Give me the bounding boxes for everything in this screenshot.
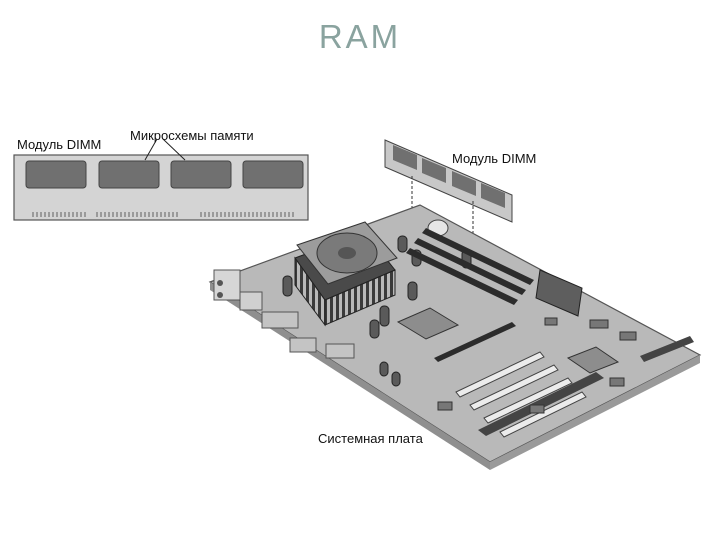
serial-port xyxy=(289,337,317,353)
small-chip xyxy=(437,401,453,411)
small-chip xyxy=(544,317,558,326)
label-dimm-module-right: Модуль DIMM xyxy=(452,151,537,166)
label-memory-chips: Микросхемы памяти xyxy=(130,128,254,143)
label-motherboard: Системная плата xyxy=(318,431,423,446)
capacitor xyxy=(407,281,418,301)
chips-pointer-line xyxy=(162,138,186,161)
memory-chip xyxy=(170,160,232,189)
power-connector xyxy=(535,269,583,317)
parallel-port xyxy=(261,311,299,329)
southbridge xyxy=(566,346,620,374)
slide-title: RAM xyxy=(318,18,402,55)
dimm-contacts xyxy=(198,212,296,217)
ide-connector xyxy=(640,336,694,362)
small-chip xyxy=(589,319,609,329)
small-chip xyxy=(619,331,637,341)
chipset xyxy=(396,307,460,340)
expansion-slots xyxy=(434,322,587,438)
memory-chip xyxy=(98,160,160,189)
capacitor xyxy=(379,305,390,327)
ram-slots xyxy=(406,228,534,305)
small-chip xyxy=(529,404,545,414)
capacitor xyxy=(369,319,380,339)
memory-chip xyxy=(242,160,304,189)
capacitor xyxy=(391,371,401,387)
label-dimm-module-left: Модуль DIMM xyxy=(17,137,102,152)
dimm-contacts xyxy=(94,212,180,217)
capacitor xyxy=(379,361,389,377)
small-chip xyxy=(609,377,625,387)
motherboard xyxy=(208,204,702,470)
serial-port xyxy=(325,343,355,359)
memory-chip xyxy=(25,160,87,189)
dimm-contacts xyxy=(30,212,88,217)
capacitor xyxy=(397,235,408,253)
ide-connector xyxy=(478,372,604,436)
dimm-module-flat xyxy=(13,138,309,221)
chips-pointer-line xyxy=(144,138,158,161)
capacitor xyxy=(282,275,293,297)
